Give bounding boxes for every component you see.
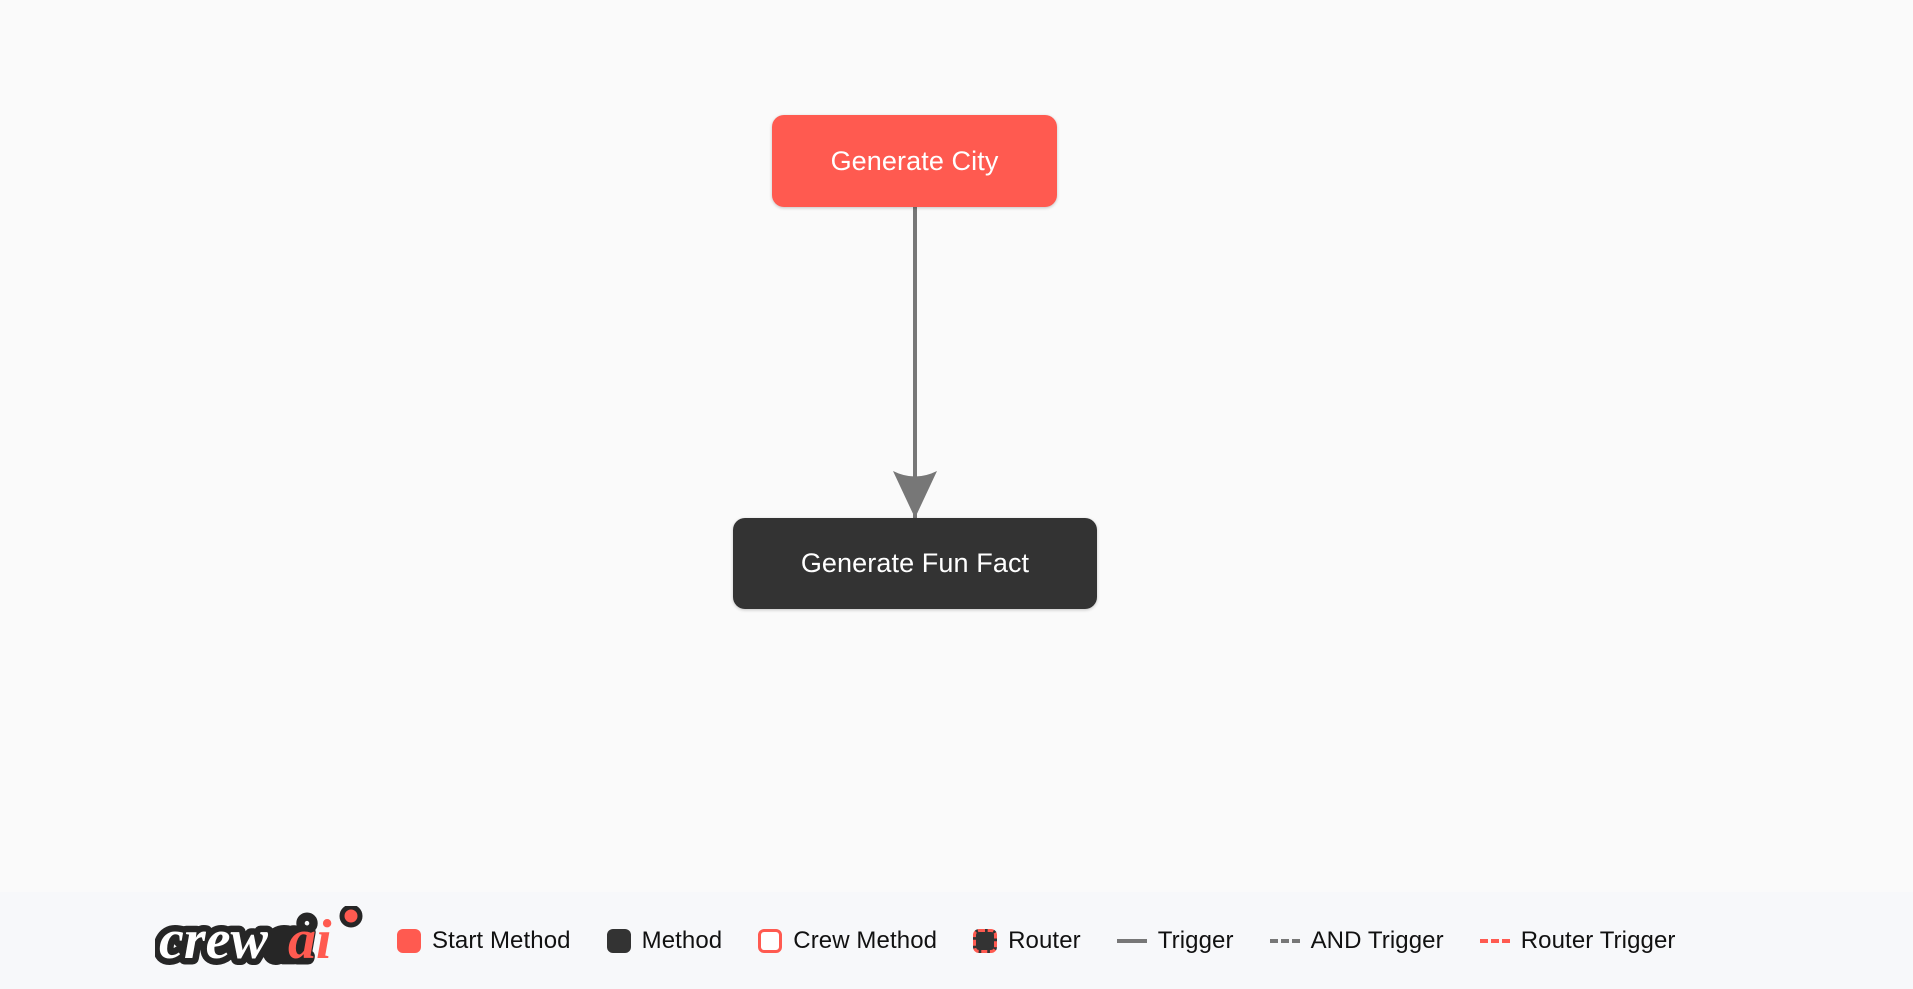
flow-node-generate-city[interactable]: Generate City	[772, 115, 1057, 207]
crewai-logo: crewai crew ai	[155, 905, 363, 976]
legend-bar: crewai crew ai Start Method Method Crew …	[0, 892, 1913, 989]
legend-item-label: Router Trigger	[1520, 926, 1676, 954]
and-trigger-line-icon	[1269, 938, 1300, 943]
flow-canvas[interactable]: Generate City Generate Fun Fact	[0, 0, 1913, 892]
edge-city-to-fun-fact	[893, 207, 937, 518]
crewai-logo-crew: crew	[159, 909, 269, 971]
flow-node-label: Generate City	[830, 145, 999, 176]
legend-item-label: Start Method	[432, 926, 571, 954]
method-swatch-icon	[606, 928, 631, 953]
legend-item-crew-method: Crew Method	[758, 927, 937, 955]
crewai-logo-ai: ai	[288, 909, 332, 971]
legend-item-method: Method	[606, 926, 723, 955]
crewai-logo-outline: crewai	[159, 909, 312, 971]
trigger-line-icon	[1116, 938, 1147, 943]
start-method-swatch-icon	[397, 928, 421, 953]
legend-item-label: Method	[641, 926, 723, 954]
legend-item-and-trigger: AND Trigger	[1269, 926, 1444, 955]
legend-item-router: Router	[973, 927, 1081, 955]
router-trigger-line-icon	[1479, 938, 1510, 943]
legend-item-label: Router	[1008, 926, 1081, 954]
legend-item-label: AND Trigger	[1310, 926, 1444, 954]
legend-item-label: Crew Method	[793, 926, 938, 954]
crewai-logo-dot-icon	[339, 905, 363, 927]
edge-arrowhead-icon	[893, 471, 937, 518]
legend-item-trigger: Trigger	[1116, 926, 1234, 955]
flow-node-label: Generate Fun Fact	[800, 548, 1030, 578]
crew-method-swatch-icon	[758, 928, 783, 953]
flow-node-generate-fun-fact[interactable]: Generate Fun Fact	[733, 518, 1097, 609]
legend-item-start-method: Start Method	[397, 927, 571, 955]
legend-item-label: Trigger	[1157, 926, 1234, 954]
legend-item-router-trigger: Router Trigger	[1479, 926, 1676, 955]
router-swatch-icon	[973, 928, 998, 953]
